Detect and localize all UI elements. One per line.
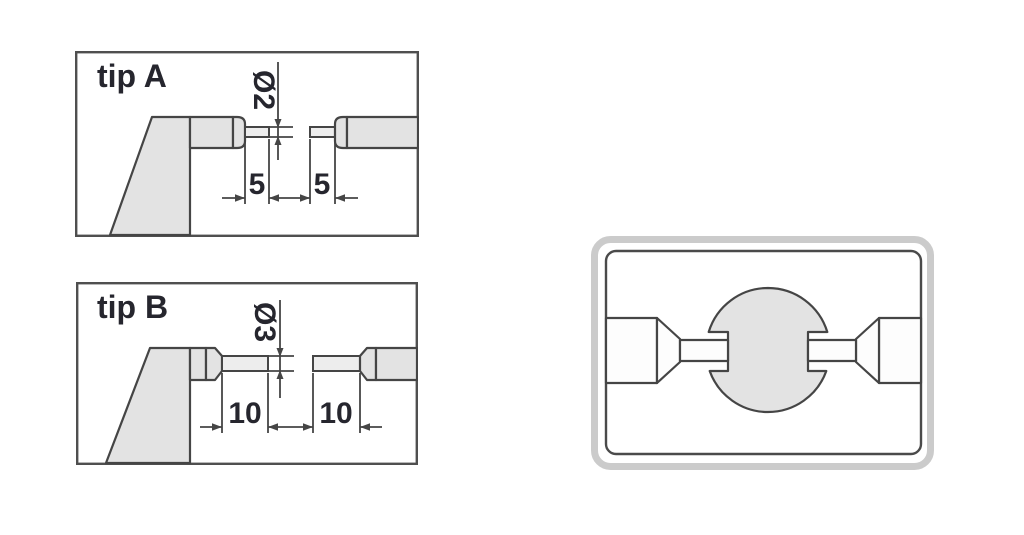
dim-arrow-right	[212, 423, 222, 431]
right-spindle-holder-shape	[333, 115, 349, 150]
tip-b-title: tip B	[97, 289, 168, 325]
left-anvil-holder-shape	[231, 115, 247, 150]
dim-arrow-left	[268, 423, 278, 431]
diameter-arrow-up	[276, 370, 284, 379]
right-spindle-body-shape	[877, 316, 923, 385]
tip-b-left-length-label: 10	[228, 397, 261, 430]
tip-b-diameter-callout: Ø3	[248, 300, 294, 398]
application-panel	[591, 236, 934, 470]
micrometer-frame-shape	[104, 346, 192, 465]
tip-a-diameter-label: Ø2	[247, 70, 280, 110]
measured-shaft-with-grooves-shape	[707, 286, 829, 414]
dim-arrow-right	[235, 194, 245, 202]
tip-a-left-length-label: 5	[249, 168, 266, 201]
diameter-arrow-up	[274, 136, 282, 145]
tip-a-length-dimension: 5 5	[222, 139, 358, 204]
right-measuring-tip-shape	[806, 338, 858, 363]
left-measuring-tip-shape	[221, 355, 269, 372]
diameter-arrow-down	[276, 348, 284, 357]
tip-b-panel: Ø3 10 10 tip B	[76, 282, 418, 465]
tip-a-title: tip A	[97, 58, 167, 94]
left-collet-shape	[204, 346, 224, 382]
left-anvil-body-shape	[604, 316, 659, 385]
application-drawing	[591, 236, 934, 470]
dim-arrow-left	[360, 423, 370, 431]
dim-arrow-right	[300, 194, 310, 202]
tip-a-diameter-callout: Ø2	[247, 62, 293, 160]
tip-a-panel: Ø2 5 5 tip A	[75, 51, 419, 237]
right-spindle-shape	[374, 346, 418, 382]
left-measuring-tip-shape	[678, 338, 730, 363]
right-measuring-tip-shape	[312, 355, 361, 372]
left-sleeve-shape	[188, 346, 208, 382]
tip-b-diameter-label: Ø3	[248, 302, 281, 342]
diameter-arrow-down	[274, 119, 282, 128]
dim-arrow-left	[335, 194, 345, 202]
tip-b-right-length-label: 10	[319, 397, 352, 430]
micrometer-frame-shape	[108, 115, 192, 237]
right-measuring-tip-shape	[309, 126, 336, 138]
dim-arrow-left	[269, 194, 279, 202]
tip-a-drawing: Ø2 5 5 tip A	[75, 51, 419, 237]
left-sleeve-shape	[188, 115, 235, 150]
tip-b-length-dimension: 10 10	[200, 373, 382, 433]
tip-a-right-length-label: 5	[314, 168, 331, 201]
dim-arrow-right	[303, 423, 313, 431]
right-spindle-shape	[345, 115, 419, 150]
tip-b-drawing: Ø3 10 10 tip B	[76, 282, 418, 465]
left-measuring-tip-shape	[244, 126, 270, 138]
right-collet-shape	[358, 346, 378, 382]
